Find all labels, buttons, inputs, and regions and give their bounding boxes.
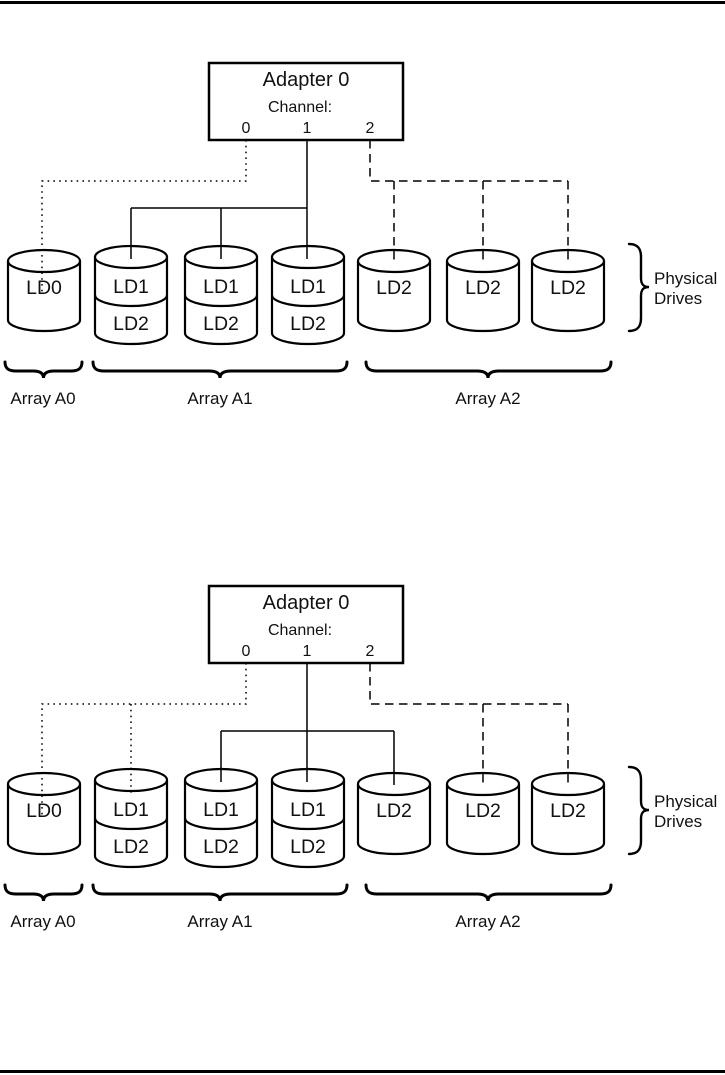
array-annotations: Array A0 Array A1 Array A2: [3, 360, 613, 408]
channel-2-connection: [369, 663, 569, 785]
drive-label: LD2: [376, 800, 412, 822]
array-a2-label: Array A2: [455, 912, 520, 931]
drive-cylinder-ld1-ld2: [270, 244, 346, 346]
drive-label: LD2: [203, 313, 239, 335]
drive-cylinder-ld2: [530, 248, 606, 333]
array-a0-brace: [3, 883, 84, 902]
array-a1-label: Array A1: [187, 912, 252, 931]
drive-label: LD2: [550, 800, 586, 822]
drive-label: LD2: [376, 277, 412, 299]
channel-wires: [41, 663, 569, 815]
adapter: Adapter 0 Channel: 0 1 2: [207, 584, 405, 665]
drive-label: LD2: [465, 277, 501, 299]
array-a0-label: Array A0: [10, 389, 75, 408]
drive-cylinder-ld2: [445, 771, 521, 856]
array-a1-label: Array A1: [187, 389, 252, 408]
channel-1-connection: [130, 140, 308, 259]
drive-label: LD2: [113, 836, 149, 858]
drive-cylinder-ld2: [530, 771, 606, 856]
physical-drives-brace: [627, 242, 650, 333]
physical-drives-annotation: Physical Drives: [627, 765, 717, 856]
array-a1-brace: [91, 360, 349, 379]
drive-label: LD1: [290, 799, 326, 821]
adapter-title: Adapter 0: [263, 69, 350, 91]
array-a0-label: Array A0: [10, 912, 75, 931]
channel-0-label: 0: [242, 643, 251, 660]
drive-label: LD0: [26, 800, 62, 822]
array-a2-brace: [364, 360, 613, 379]
drive-label: LD1: [290, 276, 326, 298]
adapter-box: [207, 61, 405, 142]
drive-cylinder-ld2: [356, 248, 432, 333]
channel-1-label: 1: [303, 120, 312, 137]
channel-0-label: 0: [242, 120, 251, 137]
drive-labels: LD0 LD1 LD2 LD1 LD2 LD1 LD2 LD2 LD2 LD2: [26, 276, 586, 335]
drive-cylinder-ld1-ld2: [270, 767, 346, 869]
page-top-rule: [0, 1, 725, 4]
physical-drives-brace: [627, 765, 650, 856]
drive-cylinder-ld2: [445, 248, 521, 333]
adapter-title: Adapter 0: [263, 592, 350, 614]
array-annotations: Array A0 Array A1 Array A2: [3, 883, 613, 931]
drive-label: LD2: [550, 277, 586, 299]
channel-1-label: 1: [303, 643, 312, 660]
logical-drive-diagram-1: Adapter 0 Channel: 0 1 2 LD0 LD1 LD2 LD1…: [3, 61, 717, 408]
drive-label: LD1: [113, 276, 149, 298]
drive-label: LD2: [113, 313, 149, 335]
drive-label: LD1: [203, 799, 239, 821]
drive-label: LD0: [26, 277, 62, 299]
channel-2-label: 2: [366, 643, 375, 660]
drive-label: LD2: [290, 313, 326, 335]
physical-drives-annotation: Physical Drives: [627, 242, 717, 333]
drive-label: LD2: [290, 836, 326, 858]
drive-cylinders: [6, 244, 606, 346]
adapter-box: [207, 584, 405, 665]
adapter: Adapter 0 Channel: 0 1 2: [207, 61, 405, 142]
channel-2-connection: [369, 140, 569, 262]
channel-1-connection: [220, 663, 395, 785]
physical-drives-label-line2: Drives: [654, 812, 702, 831]
drive-cylinder-ld0: [6, 771, 82, 856]
physical-drives-label-line1: Physical: [654, 792, 717, 811]
page-bottom-rule: [0, 1070, 725, 1073]
drive-label: LD1: [203, 276, 239, 298]
drive-cylinder-ld0: [6, 248, 82, 333]
drive-label: LD2: [203, 836, 239, 858]
channel-heading: Channel:: [268, 622, 332, 639]
channel-heading: Channel:: [268, 99, 332, 116]
physical-drives-label-line1: Physical: [654, 269, 717, 288]
drive-label: LD1: [113, 799, 149, 821]
drive-label: LD2: [465, 800, 501, 822]
logical-drive-diagram-2: Adapter 0 Channel: 0 1 2 LD0 LD1 LD2 LD1…: [3, 584, 717, 931]
array-a1-brace: [91, 883, 349, 902]
array-a0-brace: [3, 360, 84, 379]
drive-labels: LD0 LD1 LD2 LD1 LD2 LD1 LD2 LD2 LD2 LD2: [26, 799, 586, 858]
channel-2-label: 2: [366, 120, 375, 137]
array-a2-brace: [364, 883, 613, 902]
array-a2-label: Array A2: [455, 389, 520, 408]
physical-drives-label-line2: Drives: [654, 289, 702, 308]
channel-wires: [41, 140, 569, 292]
